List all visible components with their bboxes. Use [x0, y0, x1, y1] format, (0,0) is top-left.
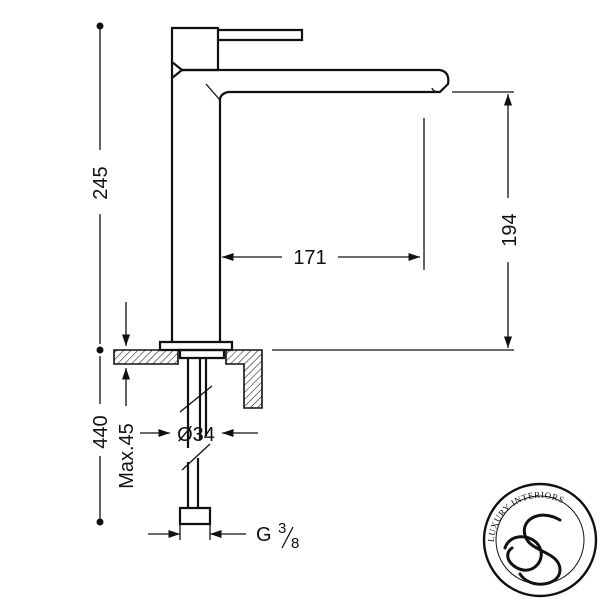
fixing-nut	[178, 348, 226, 360]
lever-arm	[218, 28, 304, 42]
faucet-column-and-spout	[170, 62, 450, 342]
tail-break	[179, 385, 213, 471]
dim-245-dot-bottom	[96, 346, 104, 354]
label-194: 194	[499, 213, 521, 246]
label-thread-g: G	[256, 524, 272, 546]
lever-handle	[170, 26, 220, 72]
label-440: 440	[90, 415, 112, 448]
label-171: 171	[293, 247, 326, 269]
label-thread-num: 3	[278, 520, 286, 537]
label-thread-slash	[281, 526, 294, 549]
faucet-base	[158, 340, 234, 352]
faucet-outline	[158, 26, 450, 352]
luxury-interiors-monogram-icon	[503, 513, 562, 586]
label-245: 245	[90, 166, 112, 199]
label-max45: Max.45	[116, 423, 138, 489]
tail-connector	[178, 506, 212, 526]
deck-left-hatch	[113, 349, 179, 365]
label-diameter-34: Ø34	[177, 424, 215, 446]
logo-outer-ring	[482, 482, 598, 598]
deck-right-hatch	[225, 349, 263, 409]
dim-440-dot-bottom	[96, 518, 104, 526]
dim-245-dot-top	[96, 22, 104, 30]
label-thread-den: 8	[291, 535, 299, 552]
deck-section	[113, 348, 263, 526]
spout-chamfer	[205, 83, 441, 101]
supply-tail	[186, 358, 208, 508]
dimension-lines	[96, 22, 514, 540]
luxury-interiors-logo: LUXURY INTERIORS	[482, 482, 598, 598]
